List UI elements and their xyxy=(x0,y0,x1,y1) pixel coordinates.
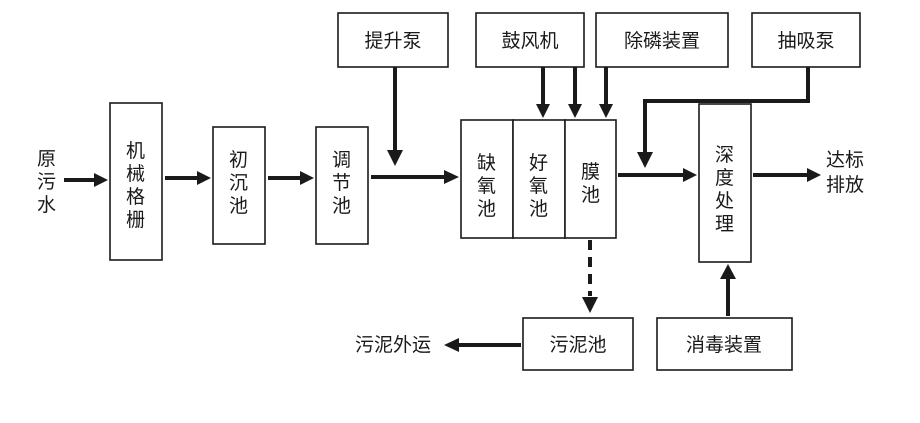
advanced-treatment-box: 深 度 处 理 xyxy=(698,103,752,263)
arrow-lift-pump-down xyxy=(387,67,403,166)
sludge-tank-box: 污泥池 xyxy=(522,317,634,371)
svg-text:消毒装置: 消毒装置 xyxy=(686,334,762,356)
svg-text:氧: 氧 xyxy=(477,175,496,197)
svg-text:械: 械 xyxy=(126,163,145,185)
arrow-membrane-to-sludge-dashed xyxy=(582,240,598,313)
anoxic-tank-box: 缺 氧 池 xyxy=(460,119,514,239)
arrow-advanced-to-discharge xyxy=(753,168,821,182)
primary-settling-tank-box: 初 沉 池 xyxy=(212,126,266,245)
svg-text:初: 初 xyxy=(229,149,248,171)
svg-text:好: 好 xyxy=(529,152,548,174)
membrane-tank-box: 膜 池 xyxy=(564,119,617,239)
svg-text:缺: 缺 xyxy=(477,152,496,174)
disinfection-box: 消毒装置 xyxy=(656,317,793,371)
svg-text:节: 节 xyxy=(332,172,351,194)
blower-box: 鼓风机 xyxy=(475,12,585,68)
svg-text:理: 理 xyxy=(715,213,734,235)
svg-text:膜: 膜 xyxy=(581,161,600,183)
svg-text:格: 格 xyxy=(126,186,145,208)
arrow-screen-to-primary xyxy=(165,171,211,185)
svg-text:达标: 达标 xyxy=(826,149,864,171)
svg-text:机: 机 xyxy=(126,140,145,162)
svg-text:抽吸泵: 抽吸泵 xyxy=(777,30,834,52)
suction-pump-box: 抽吸泵 xyxy=(751,12,861,68)
sludge-out-label: 污泥外运 xyxy=(355,334,431,356)
svg-text:池: 池 xyxy=(229,195,248,217)
svg-text:水: 水 xyxy=(37,194,56,216)
arrow-phosphorus-to-membrane xyxy=(599,67,613,118)
aerobic-tank-box: 好 氧 池 xyxy=(512,119,566,239)
mechanical-screen-box: 机 械 格 栅 xyxy=(109,102,163,261)
svg-text:池: 池 xyxy=(529,198,548,220)
arrow-suction-pump-line xyxy=(637,67,810,168)
svg-text:提升泵: 提升泵 xyxy=(364,30,421,52)
arrow-primary-to-equalization xyxy=(268,171,314,185)
svg-text:度: 度 xyxy=(715,167,734,189)
svg-text:池: 池 xyxy=(581,184,600,206)
discharge-label: 达标 排放 xyxy=(826,149,864,196)
raw-sewage-label: 原 污 水 xyxy=(37,148,56,216)
svg-text:沉: 沉 xyxy=(229,172,248,194)
svg-text:排放: 排放 xyxy=(826,174,864,196)
arrow-blower-to-membrane xyxy=(568,67,582,118)
svg-text:池: 池 xyxy=(477,198,496,220)
svg-text:深: 深 xyxy=(715,144,734,166)
arrow-disinfection-up xyxy=(720,264,736,316)
arrow-blower-to-anoxic-aerobic xyxy=(536,67,550,118)
lift-pump-box: 提升泵 xyxy=(337,12,449,68)
svg-text:处: 处 xyxy=(715,190,734,212)
svg-text:池: 池 xyxy=(332,195,351,217)
equalization-tank-box: 调 节 池 xyxy=(315,126,369,245)
arrow-equalization-to-anoxic xyxy=(371,170,459,184)
arrow-sludge-out xyxy=(444,338,521,352)
svg-text:污: 污 xyxy=(37,171,56,193)
svg-text:鼓风机: 鼓风机 xyxy=(501,30,558,52)
svg-text:氧: 氧 xyxy=(529,175,548,197)
svg-text:调: 调 xyxy=(332,149,351,171)
svg-text:除磷装置: 除磷装置 xyxy=(624,30,700,52)
arrow-membrane-to-advanced xyxy=(618,168,697,182)
svg-text:污泥池: 污泥池 xyxy=(549,334,606,356)
svg-text:原: 原 xyxy=(37,148,56,170)
phosphorus-removal-box: 除磷装置 xyxy=(595,12,729,68)
svg-text:栅: 栅 xyxy=(126,209,145,231)
arrow-raw-to-screen xyxy=(64,173,108,187)
